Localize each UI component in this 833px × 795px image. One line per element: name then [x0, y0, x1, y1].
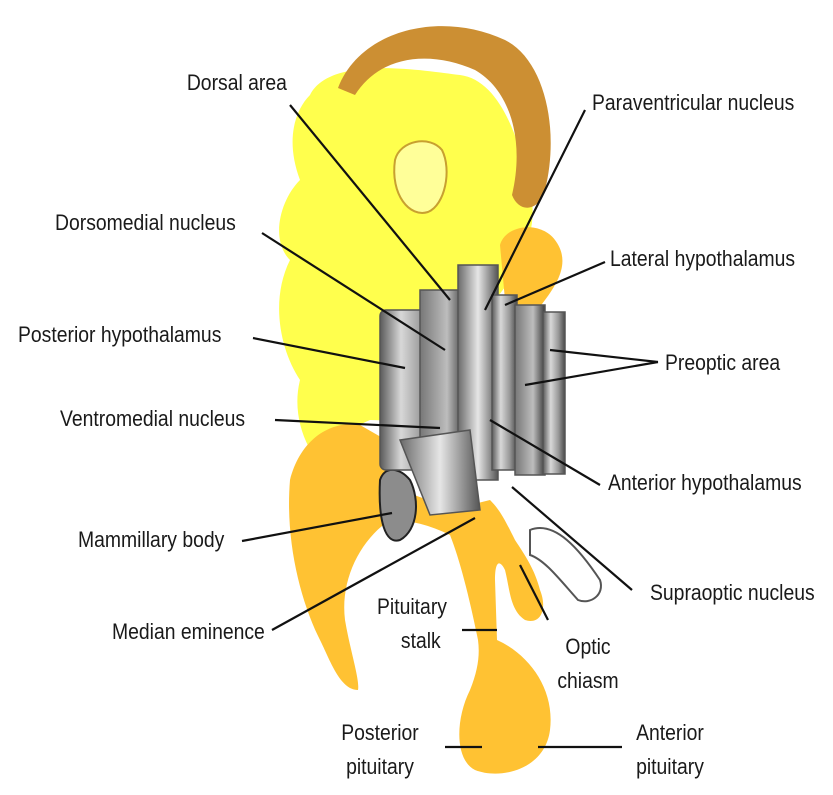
label-paraventricular-nucleus: Paraventricular nucleus — [592, 90, 794, 116]
label-posterior-pituitary: Posterior pituitary — [340, 716, 419, 784]
label-pituitary-stalk-line2: stalk — [377, 624, 447, 658]
label-preoptic-area: Preoptic area — [665, 350, 780, 376]
optic-nerve — [530, 528, 601, 601]
label-anterior-pituitary: Anterior pituitary — [630, 716, 709, 784]
block-preoptic-2 — [543, 312, 565, 474]
label-anterior-pituitary-line2: pituitary — [630, 750, 709, 784]
label-posterior-pituitary-line2: pituitary — [340, 750, 419, 784]
label-anterior-hypothalamus: Anterior hypothalamus — [608, 470, 802, 496]
label-posterior-pituitary-line1: Posterior — [340, 716, 419, 750]
label-posterior-hypothalamus: Posterior hypothalamus — [18, 322, 221, 348]
label-pituitary-stalk-line1: Pituitary — [377, 590, 447, 624]
label-lateral-hypothalamus: Lateral hypothalamus — [610, 246, 795, 272]
label-dorsal-area: Dorsal area — [187, 70, 287, 96]
label-optic-chiasm-line2: chiasm — [553, 664, 623, 698]
label-optic-chiasm-line1: Optic — [553, 630, 623, 664]
label-ventromedial-nucleus: Ventromedial nucleus — [60, 406, 245, 432]
label-optic-chiasm: Optic chiasm — [553, 630, 623, 698]
label-supraoptic-nucleus: Supraoptic nucleus — [650, 580, 815, 606]
label-median-eminence: Median eminence — [112, 619, 265, 645]
label-dorsomedial-nucleus: Dorsomedial nucleus — [55, 210, 236, 236]
label-mammillary-body: Mammillary body — [78, 527, 224, 553]
mammillary-body-shape — [380, 470, 416, 541]
label-anterior-pituitary-line1: Anterior — [630, 716, 709, 750]
label-pituitary-stalk: Pituitary stalk — [377, 590, 447, 658]
block-lateral — [492, 295, 517, 470]
